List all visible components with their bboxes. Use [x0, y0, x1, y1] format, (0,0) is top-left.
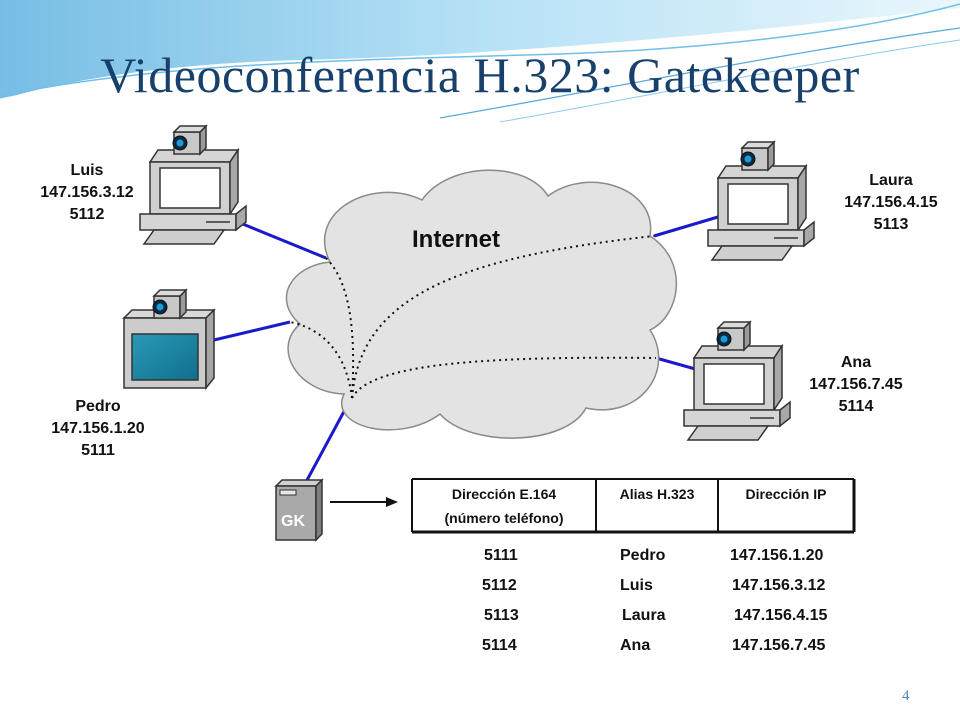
row-number: 5111	[484, 547, 518, 564]
header-e164: Dirección E.164 (número teléfono)	[414, 482, 594, 530]
header-e164-line2: (número teléfono)	[444, 510, 564, 526]
signalling-paths	[289, 235, 657, 399]
link-luis	[227, 216, 327, 260]
cloud-label: Internet	[412, 226, 501, 253]
header-ip: Dirección IP	[745, 486, 827, 502]
computer-luis	[139, 124, 247, 245]
gatekeeper-label: GK	[281, 513, 305, 530]
slide-title: Videoconferencia H.323: Gatekeeper	[100, 47, 860, 103]
row-number: 5114	[482, 637, 517, 654]
computer-ana	[683, 320, 791, 441]
row-number: 5113	[484, 607, 519, 624]
row-ip: 147.156.3.12	[732, 577, 826, 594]
label-pedro: Pedro 147.156.1.20 5111	[30, 396, 166, 462]
laura-ip: 147.156.4.15	[844, 194, 938, 211]
link-gk	[304, 403, 350, 483]
laura-number: 5113	[873, 216, 909, 233]
arrow-to-table	[330, 497, 398, 507]
row-alias: Pedro	[620, 547, 666, 564]
luis-number: 5112	[69, 206, 105, 223]
label-ana: Ana 147.156.7.45 5114	[788, 352, 924, 418]
row-ip: 147.156.7.45	[732, 637, 826, 654]
row-ip: 147.156.4.15	[734, 607, 828, 624]
row-alias: Ana	[620, 637, 651, 654]
row-alias: Laura	[622, 607, 666, 624]
luis-name: Luis	[70, 162, 104, 179]
gatekeeper-device	[274, 478, 324, 542]
link-laura	[653, 212, 729, 238]
label-luis: Luis 147.156.3.12 5112	[22, 160, 152, 226]
monitor-pedro	[122, 288, 216, 391]
page-number: 4	[902, 688, 910, 704]
link-pedro	[213, 320, 291, 342]
header-alias: Alias H.323	[619, 486, 695, 502]
pedro-name: Pedro	[75, 398, 121, 415]
luis-ip: 147.156.3.12	[40, 184, 134, 201]
internet-cloud	[285, 169, 677, 439]
table-header-box	[411, 478, 856, 534]
row-alias: Luis	[620, 577, 653, 594]
title-banner	[0, 0, 960, 123]
ana-number: 5114	[838, 398, 874, 415]
row-ip: 147.156.1.20	[730, 547, 824, 564]
ana-ip: 147.156.7.45	[809, 376, 903, 393]
label-laura: Laura 147.156.4.15 5113	[824, 170, 958, 236]
laura-name: Laura	[869, 172, 913, 189]
pedro-number: 5111	[81, 442, 115, 459]
header-e164-line1: Dirección E.164	[451, 486, 557, 502]
ana-name: Ana	[840, 354, 872, 371]
row-number: 5112	[482, 577, 517, 594]
computer-laura	[707, 140, 815, 261]
pedro-ip: 147.156.1.20	[51, 420, 145, 437]
